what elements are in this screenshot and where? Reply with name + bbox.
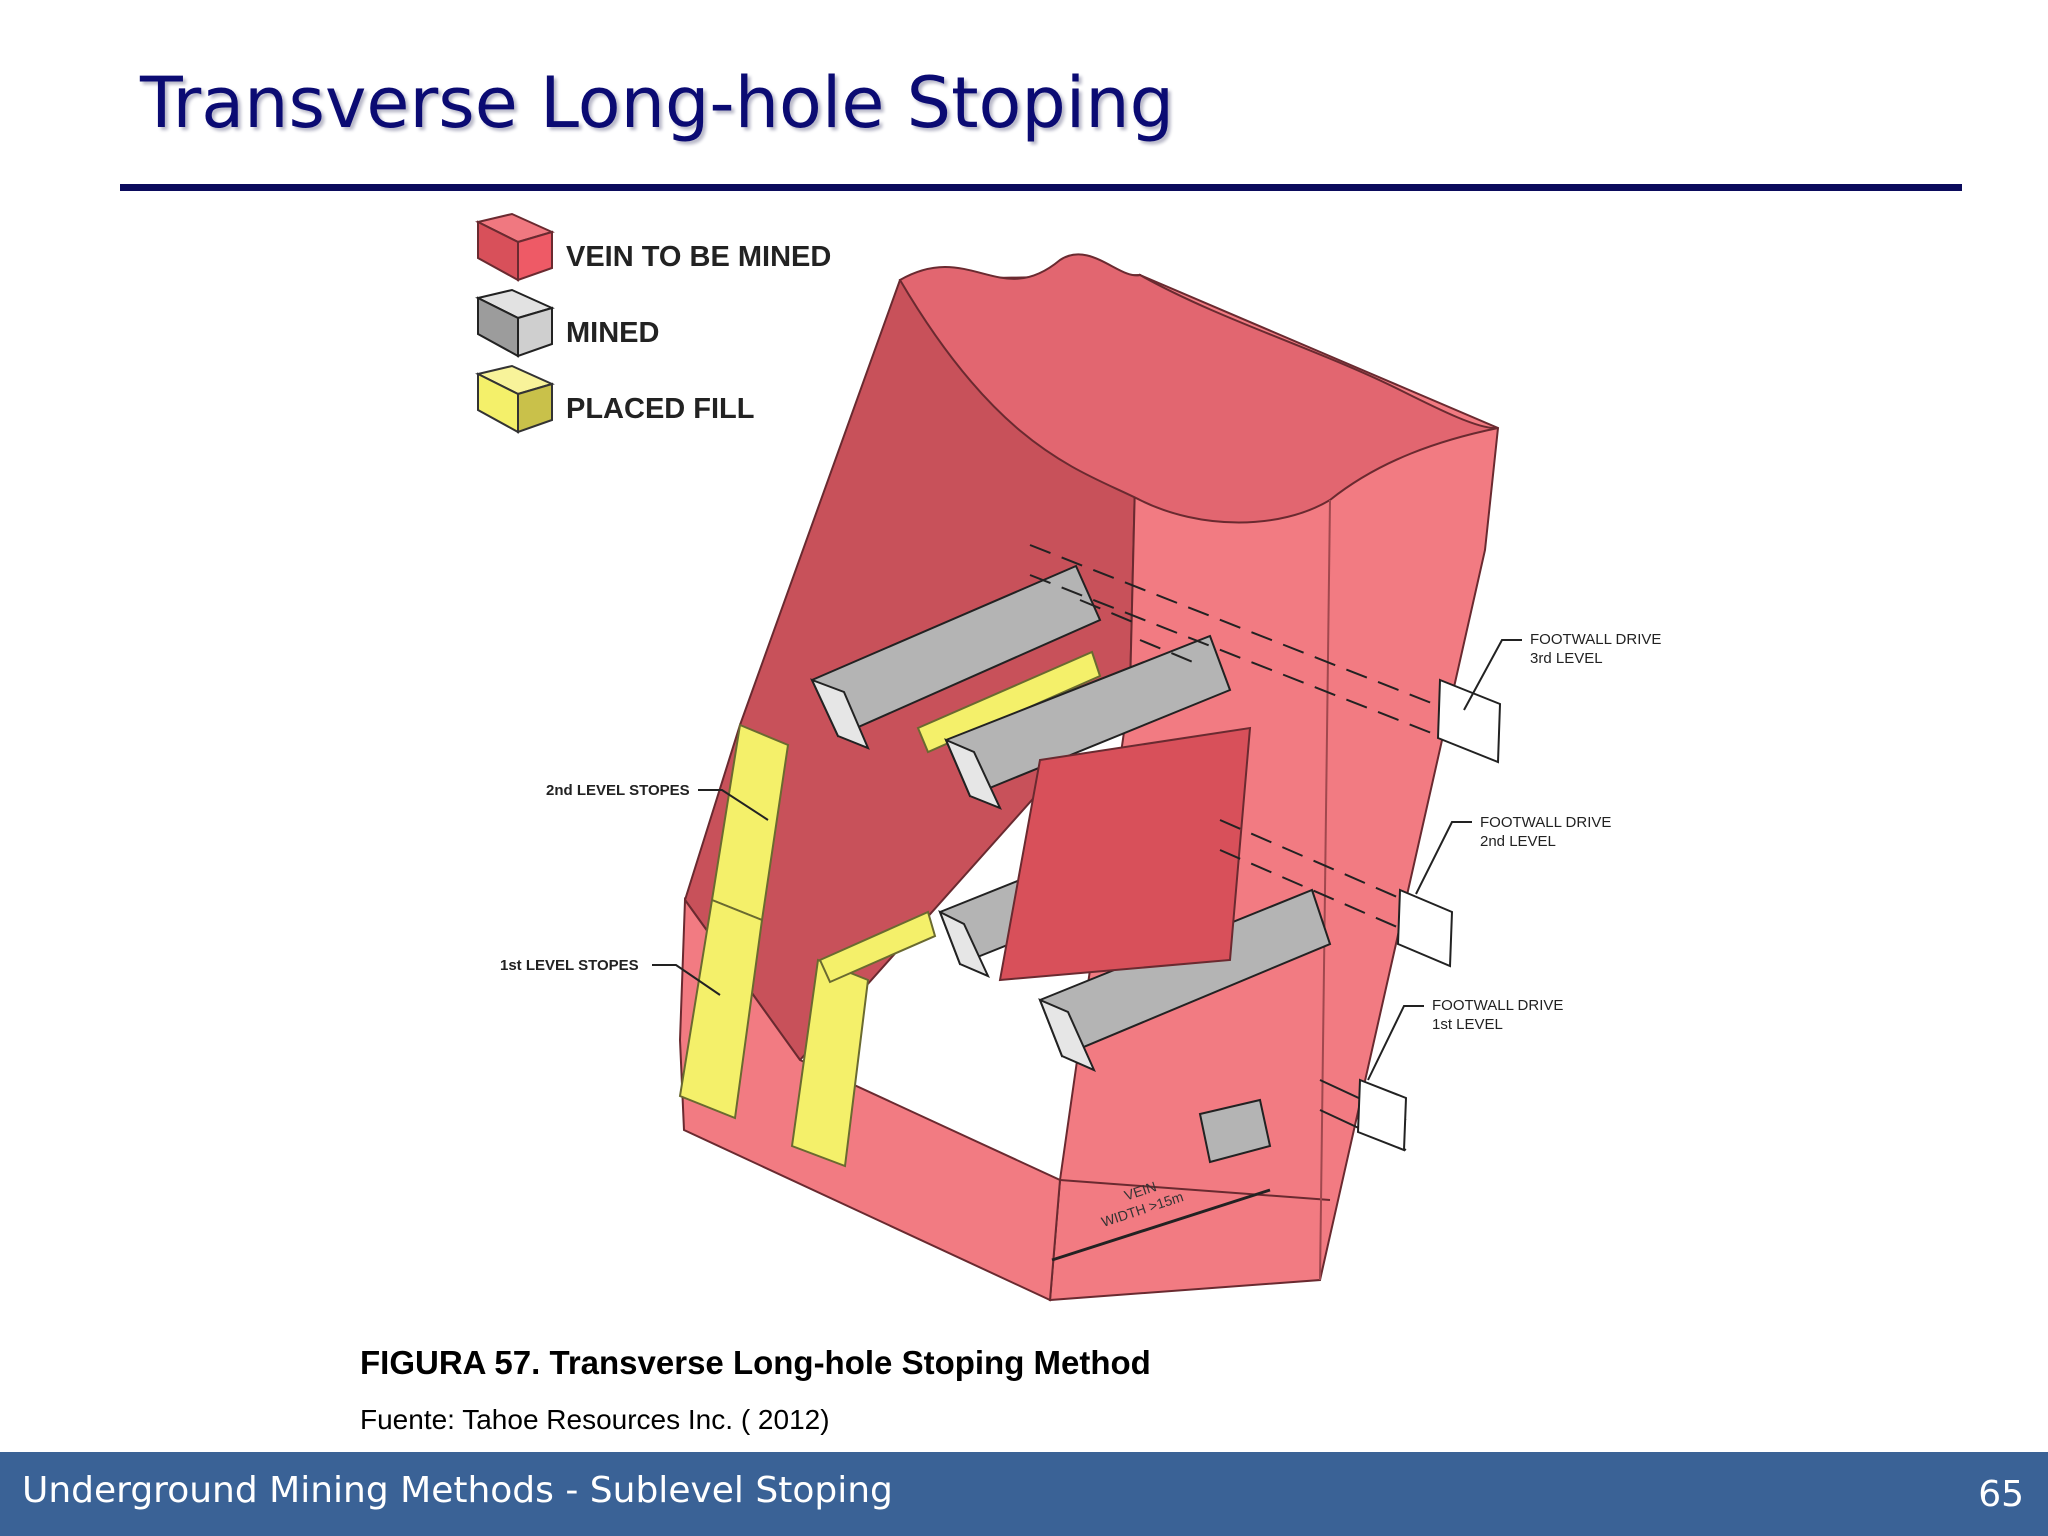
footwall-drive-2nd-box — [1396, 888, 1454, 968]
mined-openings — [810, 564, 1332, 1164]
footer-title: Underground Mining Methods - Sublevel St… — [22, 1470, 893, 1511]
legend-mined-swatch — [475, 288, 555, 358]
mined-box-bottom — [1198, 1098, 1272, 1164]
page-number: 65 — [1978, 1474, 2024, 1515]
label-2nd-level-stopes: 2nd LEVEL STOPES — [546, 782, 690, 799]
fill-panel-1st-level — [678, 898, 764, 1120]
mining-diagram: VEIN TO BE MINED MINED PLACED FILL — [440, 200, 2040, 1350]
legend-fill-label: PLACED FILL — [566, 393, 755, 425]
label-footwall-3rd-line1: FOOTWALL DRIVE — [1530, 631, 1661, 648]
stope-opening — [998, 726, 1252, 982]
footwall-drives — [1029, 544, 1502, 1152]
diagram-svg: VEIN TO BE MINED MINED PLACED FILL — [475, 212, 1661, 1302]
fill-panels — [678, 650, 1102, 1168]
footwall-drive-3rd-box — [1436, 678, 1502, 764]
legend-fill-swatch — [475, 364, 555, 434]
title-divider — [120, 184, 1962, 191]
label-footwall-2nd-line2: 2nd LEVEL — [1480, 833, 1556, 850]
legend: VEIN TO BE MINED MINED PLACED FILL — [475, 212, 831, 434]
label-1st-level-stopes: 1st LEVEL STOPES — [500, 957, 639, 974]
figure-caption: FIGURA 57. Transverse Long-hole Stoping … — [360, 1344, 1151, 1381]
figure-source: Fuente: Tahoe Resources Inc. ( 2012) — [360, 1404, 830, 1435]
legend-mined-label: MINED — [566, 317, 659, 349]
vein-lower-front — [678, 897, 1062, 1302]
footwall-drive-3rd-dashed — [1029, 544, 1501, 761]
label-footwall-3rd-line2: 3rd LEVEL — [1530, 650, 1603, 667]
slide-title: Transverse Long-hole Stoping — [140, 62, 1175, 144]
fill-strip-1st — [818, 910, 937, 984]
fill-strip-3rd — [916, 650, 1102, 754]
legend-vein-swatch — [475, 212, 555, 282]
footer-bar: Underground Mining Methods - Sublevel St… — [0, 1452, 2048, 1536]
label-footwall-1st-line1: FOOTWALL DRIVE — [1432, 997, 1563, 1014]
footwall-drive-1st-box — [1356, 1078, 1408, 1152]
legend-vein-label: VEIN TO BE MINED — [566, 241, 831, 273]
label-footwall-2nd-line1: FOOTWALL DRIVE — [1480, 814, 1611, 831]
label-footwall-1st-line2: 1st LEVEL — [1432, 1016, 1503, 1033]
callouts: 2nd LEVEL STOPES 1st LEVEL STOPES FOOTWA… — [500, 631, 1661, 1262]
vein-top-surface — [898, 253, 1499, 524]
